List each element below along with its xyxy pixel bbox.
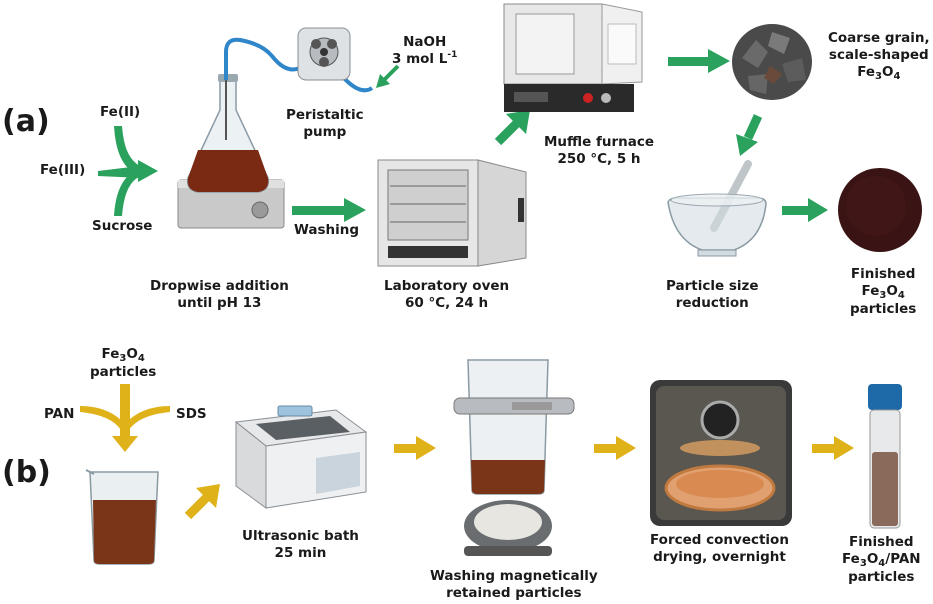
finished-fe3o4-image [838, 168, 922, 252]
finished-fe3o4-label: Finished Fe3O4 particles [850, 266, 917, 317]
finished-vial-image [868, 384, 902, 529]
panel-label-b: (b) [2, 455, 51, 490]
reagent-fe2-label: Fe(II) [100, 104, 141, 120]
reagent-pan-label: PAN [44, 406, 75, 422]
laboratory-oven-image [377, 159, 527, 267]
reagent-fe3o4-label: Fe3O4 particles [90, 346, 157, 380]
ultrasonic-bath-image [234, 405, 368, 509]
muffle-furnace-image [503, 3, 643, 112]
reagent-fe3-label: Fe(III) [40, 162, 86, 178]
finished-pan-label: Finished Fe3O4/PAN particles [842, 534, 921, 585]
magnetic-washing-image [453, 359, 575, 556]
reagent-sds-label: SDS [176, 406, 207, 422]
flask-stirrer-image [177, 60, 285, 229]
naoh-label: NaOH 3 mol L-1 [392, 34, 458, 67]
peristaltic-pump-image [297, 27, 351, 81]
panel-label-a: (a) [2, 104, 50, 139]
reagent-sucrose-label: Sucrose [92, 218, 153, 234]
drying-oven-image [650, 380, 792, 526]
coarse-label: Coarse grain, scale-shaped Fe3O4 [828, 30, 930, 82]
washing-label: Washing [294, 222, 360, 238]
coarse-grain-image [732, 24, 812, 100]
mortar-pestle-image [667, 160, 767, 257]
beaker-image [85, 469, 159, 565]
